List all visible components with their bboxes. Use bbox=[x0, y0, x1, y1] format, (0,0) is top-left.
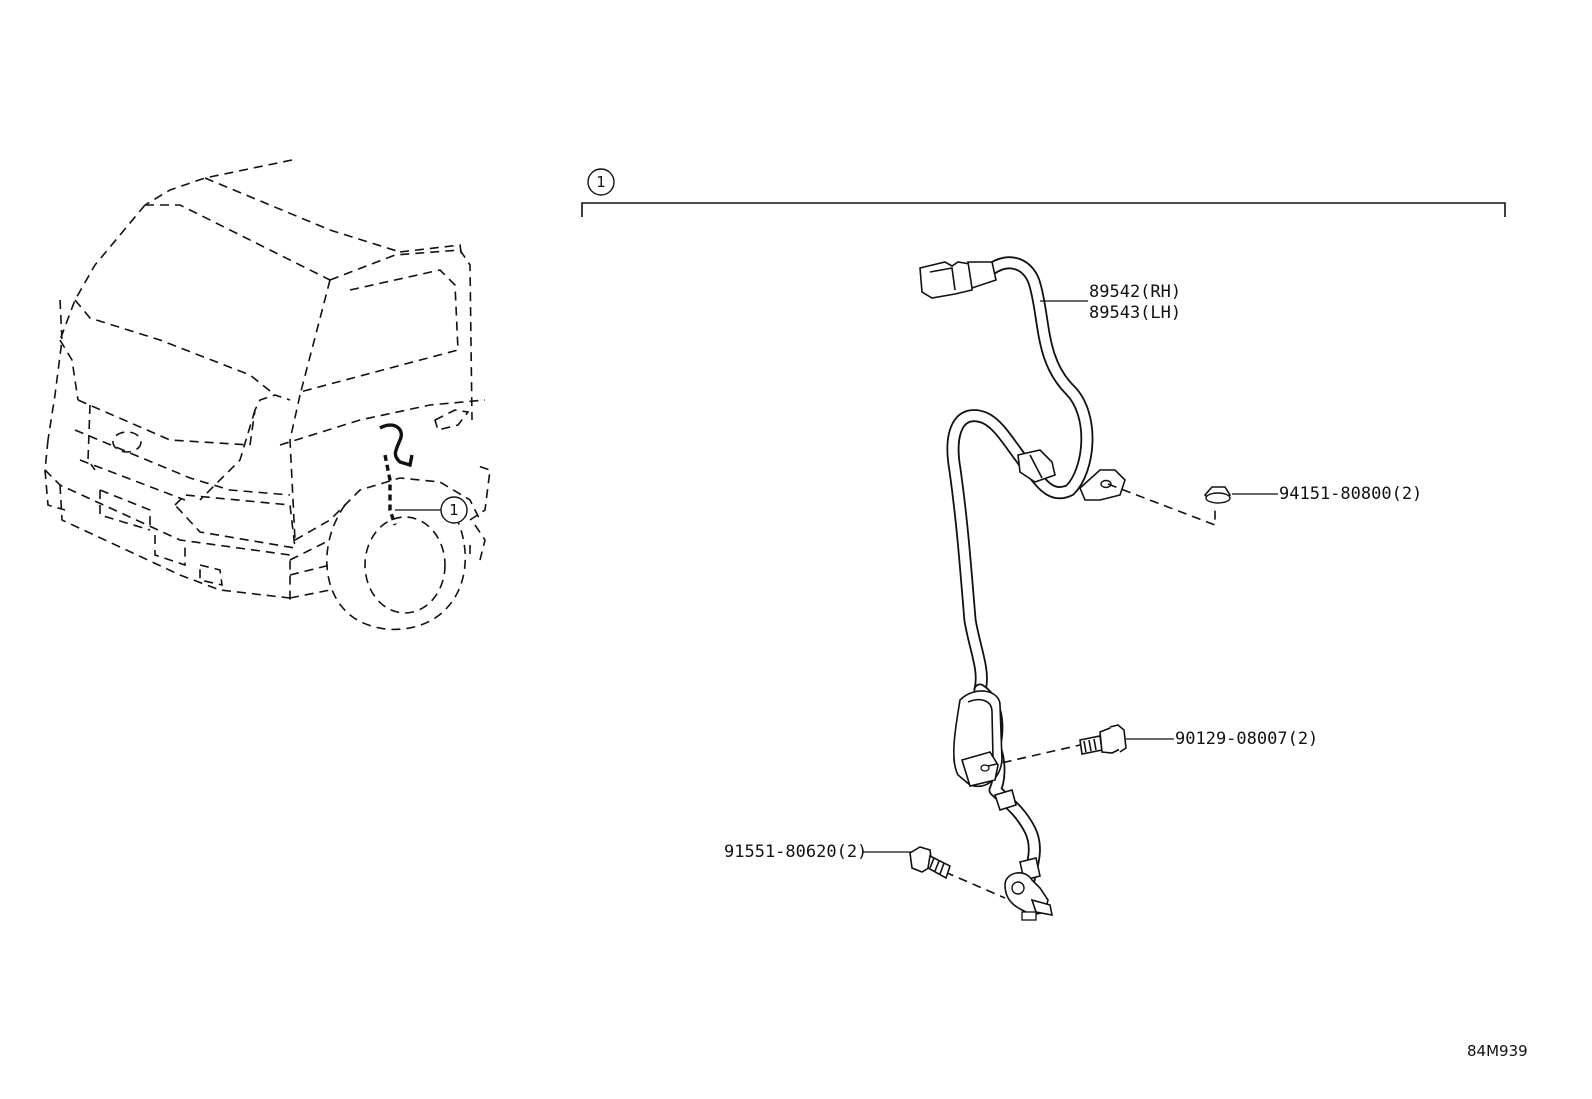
diagram-code: 84M939 bbox=[1467, 1042, 1528, 1060]
sensor-bolt bbox=[862, 846, 1006, 899]
label-sensor-lh: 89543(LH) bbox=[1089, 303, 1181, 323]
label-sensor-rh: 89542(RH) bbox=[1089, 282, 1181, 302]
label-nut: 94151-80800(2) bbox=[1279, 484, 1422, 504]
label-clamp-bolt: 90129-08007(2) bbox=[1175, 729, 1318, 749]
label-sensor-bolt: 91551-80620(2) bbox=[724, 842, 867, 862]
flange-nut bbox=[1107, 483, 1278, 527]
assembly-bracket: 1 bbox=[581, 168, 1506, 217]
truck-harness-location bbox=[379, 423, 414, 468]
clamp-bolt bbox=[987, 724, 1174, 767]
truck-illustration: 1 bbox=[44, 159, 491, 631]
bracket-callout-number: 1 bbox=[596, 173, 606, 191]
speed-sensor-harness bbox=[919, 256, 1126, 921]
bracket-callout-circle bbox=[587, 168, 615, 196]
truck-callout-number: 1 bbox=[449, 501, 459, 519]
truck-callout-circle bbox=[440, 496, 468, 524]
